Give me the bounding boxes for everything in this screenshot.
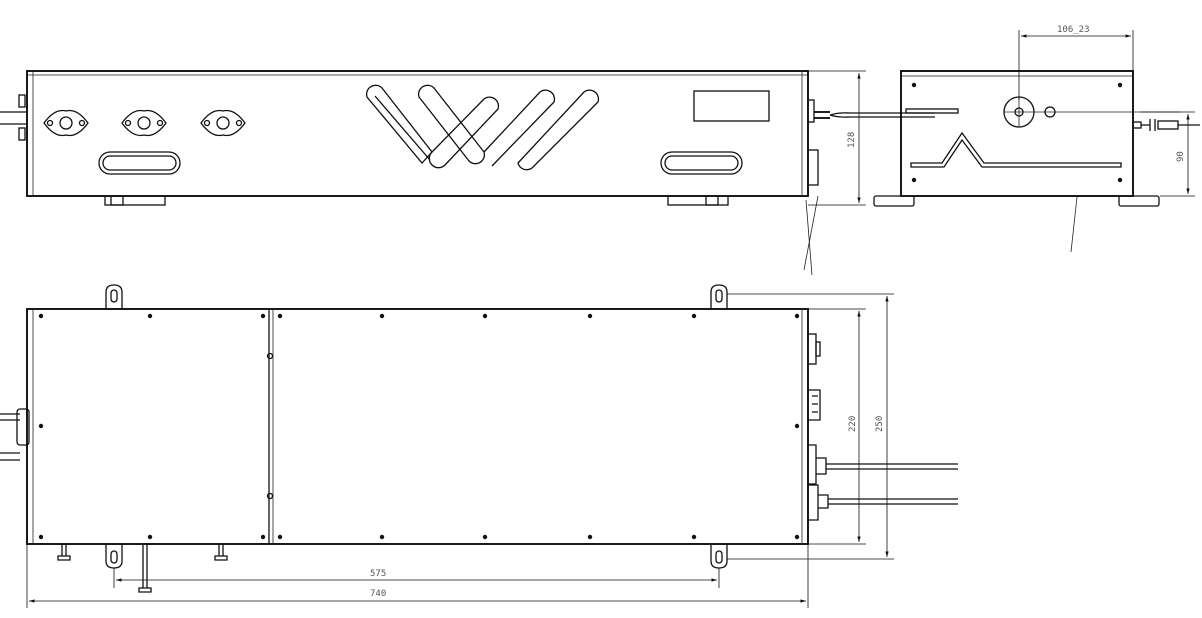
mounting-tab: [105, 284, 123, 309]
foot: [1118, 195, 1160, 207]
flange-port: [43, 109, 89, 137]
flange-port: [121, 109, 167, 137]
mounting-tab: [710, 284, 728, 309]
side-view-housing: [26, 70, 809, 197]
end-view: [873, 70, 1200, 253]
flange-port: [200, 109, 246, 137]
mounting-tab: [105, 544, 123, 569]
dimension-cable-offset: 106_23: [1018, 25, 1134, 100]
handle-slot: [98, 151, 181, 175]
dimension-label: 128: [847, 132, 857, 148]
connector: [808, 389, 821, 421]
foot: [873, 195, 915, 207]
label-plate: [693, 90, 770, 122]
top-view-housing: [26, 308, 809, 545]
dimension-overall-length: 740: [26, 544, 809, 608]
dimension-label: 250: [875, 416, 885, 432]
foot: [667, 195, 729, 206]
logo-w-emblem: [365, 84, 600, 171]
dimension-label: 90: [1176, 151, 1186, 162]
dimension-label: 220: [848, 416, 858, 432]
dimension-label: 575: [370, 569, 386, 579]
foot: [104, 195, 166, 206]
top-view: [0, 284, 958, 593]
handle-slot: [660, 151, 743, 175]
dimension-height-end: 90: [1140, 111, 1195, 197]
dimension-label: 740: [370, 589, 386, 599]
fiber-connector: [808, 484, 829, 521]
logo-chevron: [910, 131, 1122, 168]
connector: [807, 333, 817, 365]
dimension-outer-width: 250: [727, 293, 894, 560]
dimension-inner-width: 220: [808, 308, 866, 545]
dimension-label: 106_23: [1057, 25, 1090, 35]
screw-row-bottom: [38, 534, 800, 540]
dimension-height-side: 128: [808, 70, 866, 206]
end-view-housing: [900, 70, 1134, 197]
screw-row-top: [38, 313, 800, 319]
dimension-mount-spacing: 575: [113, 568, 720, 588]
fiber-connector: [808, 444, 827, 485]
side-view: [0, 70, 935, 276]
mounting-tab: [710, 544, 728, 569]
